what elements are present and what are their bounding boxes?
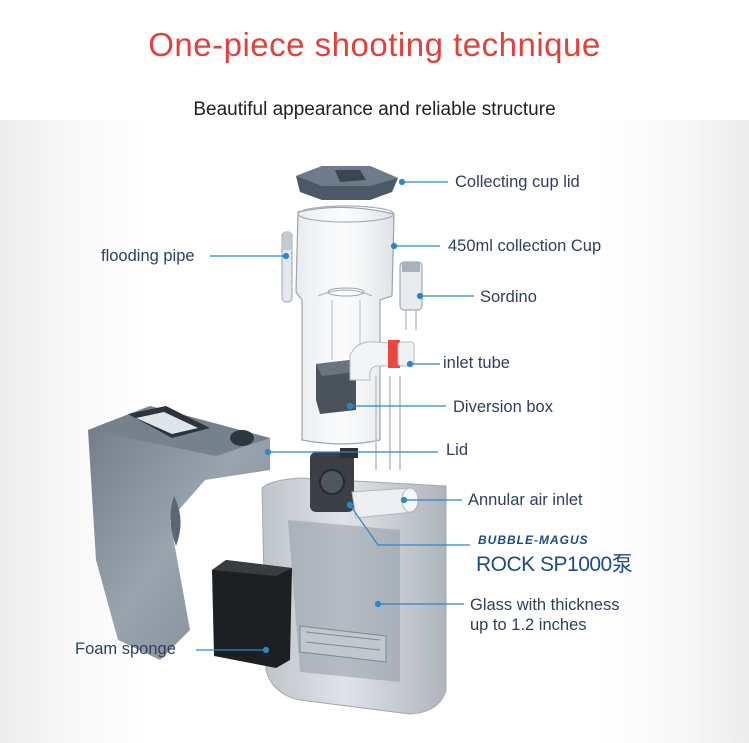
lid-part bbox=[88, 406, 270, 660]
sordino-part bbox=[399, 261, 423, 330]
flooding-pipe-part bbox=[281, 231, 293, 303]
callout-foam-sponge: Foam sponge bbox=[75, 640, 176, 658]
callout-flooding-pipe: flooding pipe bbox=[101, 247, 195, 265]
callout-collecting-cup-lid: Collecting cup lid bbox=[455, 173, 580, 191]
foam-sponge-part bbox=[212, 560, 292, 668]
callout-lid: Lid bbox=[446, 441, 469, 459]
callout-glass-line1: Glass with thickness bbox=[470, 596, 620, 614]
callout-inlet-tube: inlet tube bbox=[443, 354, 510, 372]
callout-sordino: Sordino bbox=[480, 288, 537, 306]
callout-diversion-box: Diversion box bbox=[453, 398, 553, 416]
callout-annular-air-inlet: Annular air inlet bbox=[468, 491, 583, 509]
page-subtitle: Beautiful appearance and reliable struct… bbox=[193, 99, 556, 120]
leader-lines bbox=[196, 178, 474, 654]
diversion-box-part bbox=[316, 360, 356, 414]
page-title: One-piece shooting technique bbox=[148, 26, 601, 63]
callout-collection-cup: 450ml collection Cup bbox=[448, 237, 602, 255]
brand-logo-text: BUBBLE-MAGUS bbox=[478, 533, 589, 547]
callout-glass-line2: up to 1.2 inches bbox=[470, 616, 587, 634]
collecting-cup-lid-part bbox=[296, 166, 398, 200]
inlet-tube-part bbox=[349, 340, 415, 470]
pump-part bbox=[310, 448, 358, 512]
skimmer-body-part bbox=[261, 477, 447, 715]
brand-model-text: ROCK SP1000泵 bbox=[476, 553, 633, 576]
